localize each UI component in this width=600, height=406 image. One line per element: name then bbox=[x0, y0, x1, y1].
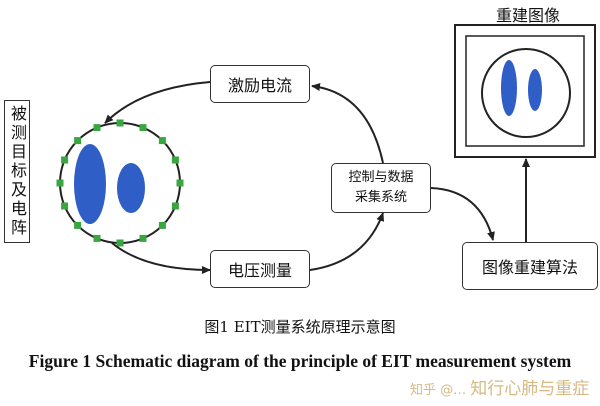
electrode bbox=[74, 221, 82, 229]
electrode bbox=[93, 234, 101, 242]
watermark: 知乎 @… 知行心肺与重症 bbox=[410, 374, 589, 399]
electrode-array bbox=[56, 119, 184, 247]
measured-object-label: 被测目标及电阵 bbox=[4, 100, 30, 243]
arrow-control-to-excite bbox=[311, 83, 384, 164]
electrode bbox=[93, 124, 101, 132]
voltage-measurement-box: 电压测量 bbox=[210, 250, 310, 288]
arrow-measure-to-control bbox=[309, 212, 384, 271]
reconstructed-left-ellipse bbox=[501, 60, 517, 116]
electrode bbox=[158, 137, 166, 145]
control-box-line2: 采集系统 bbox=[354, 190, 407, 205]
electrode bbox=[171, 156, 179, 164]
electrode bbox=[74, 137, 82, 145]
electrode bbox=[158, 221, 166, 229]
electrode bbox=[61, 156, 69, 164]
control-box-line1: 控制与数据 bbox=[348, 170, 414, 185]
electrode bbox=[56, 179, 64, 187]
right-ellipse bbox=[117, 163, 145, 213]
reconstructed-image-label: 重建图像 bbox=[495, 6, 560, 25]
arrow-control-to-recon bbox=[430, 187, 495, 241]
caption-chinese: 图1 EIT测量系统原理示意图 bbox=[204, 318, 396, 336]
left-ellipse bbox=[74, 144, 106, 224]
reconstruction-circle bbox=[481, 48, 571, 138]
reconstructed-right-ellipse bbox=[528, 69, 542, 111]
electrode bbox=[139, 124, 147, 132]
watermark-line2: 知行心肺与重症 bbox=[470, 379, 590, 399]
electrode bbox=[171, 202, 179, 210]
electrode bbox=[176, 179, 184, 187]
control-acquisition-box: 控制与数据 采集系统 bbox=[331, 163, 431, 213]
arrow-object-to-measure bbox=[111, 242, 211, 274]
excitation-current-box: 激励电流 bbox=[210, 65, 310, 103]
electrode bbox=[116, 119, 124, 127]
watermark-line1: 知乎 @… bbox=[410, 383, 467, 398]
reconstruction-algorithm-box: 图像重建算法 bbox=[462, 242, 598, 290]
electrode bbox=[61, 202, 69, 210]
caption-english: Figure 1 Schematic diagram of the princi… bbox=[28, 351, 572, 371]
arrow-excite-to-object bbox=[104, 81, 211, 124]
electrode bbox=[139, 234, 147, 242]
electrode bbox=[116, 239, 124, 247]
